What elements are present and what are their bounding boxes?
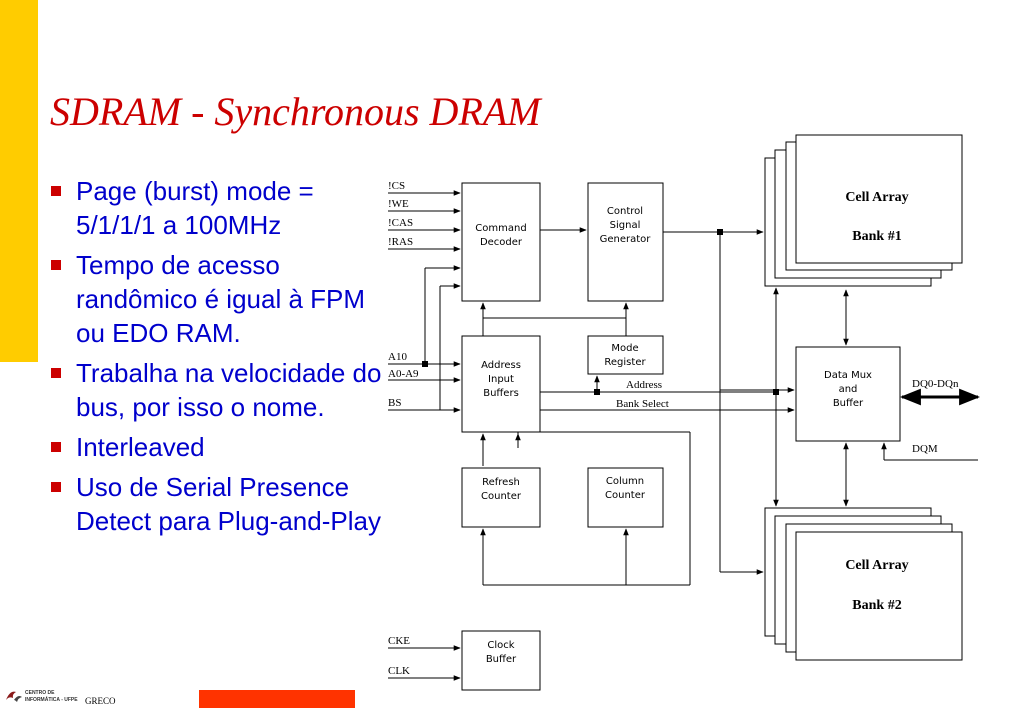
- address-buffers-label-3: Buffers: [483, 388, 519, 399]
- column-counter-label-1: Column: [606, 476, 644, 487]
- data-mux-box: [795, 346, 901, 442]
- cin-ufpe-logo-icon: [6, 691, 22, 702]
- mode-register-label-2: Register: [604, 357, 646, 368]
- control-signal-generator-box: [587, 182, 664, 302]
- input-label-clk: CLK: [388, 665, 410, 677]
- dqm-signal-label: DQM: [912, 443, 938, 455]
- address-signal-label: Address: [626, 379, 662, 391]
- bullet-item: Interleaved: [48, 430, 398, 464]
- bullet-text: Interleaved: [76, 432, 205, 462]
- control-signal-label-3: Generator: [600, 234, 652, 245]
- bank-select-signal-label: Bank Select: [616, 398, 669, 410]
- bullet-text: Page (burst) mode = 5/1/1/1 a 100MHz: [76, 176, 314, 240]
- control-signal-label-2: Signal: [610, 220, 641, 231]
- bullet-square-icon: [51, 186, 61, 196]
- address-buffers-label-1: Address: [481, 360, 521, 371]
- mode-register-box: [587, 335, 664, 375]
- data-mux-label-1: Data Mux: [824, 370, 872, 381]
- input-label-cke: CKE: [388, 635, 410, 647]
- refresh-counter-label-2: Counter: [481, 491, 522, 502]
- refresh-counter-box: [461, 467, 541, 528]
- bullet-square-icon: [51, 482, 61, 492]
- input-label-bs: BS: [388, 397, 401, 409]
- bullet-square-icon: [51, 368, 61, 378]
- bank2-label-1: Cell Array: [845, 558, 908, 573]
- address-buffers-label-2: Input: [488, 374, 514, 385]
- bullet-item: Tempo de acesso randômico é igual à FPM …: [48, 248, 398, 350]
- bullet-text: Trabalha na velocidade do bus, por isso …: [76, 358, 382, 422]
- bullet-item: Uso de Serial Presence Detect para Plug-…: [48, 470, 398, 538]
- input-label-ras: !RAS: [388, 236, 413, 248]
- command-decoder-label-2: Decoder: [480, 237, 523, 248]
- footer-accent-bar: [199, 690, 355, 708]
- dq-signal-label: DQ0-DQn: [912, 378, 959, 390]
- column-counter-label-2: Counter: [605, 490, 646, 501]
- control-signal-label-1: Control: [607, 206, 643, 217]
- address-input-buffers-box: [461, 335, 541, 433]
- bullet-text: Uso de Serial Presence Detect para Plug-…: [76, 472, 381, 536]
- input-label-we: !WE: [388, 198, 409, 210]
- mode-register-label-1: Mode: [611, 343, 638, 354]
- clock-buffer-label-2: Buffer: [486, 654, 517, 665]
- data-mux-label-2: and: [839, 384, 858, 395]
- footer-group-label: GRECO: [85, 696, 116, 706]
- clock-buffer-label-1: Clock: [487, 640, 514, 651]
- refresh-counter-label-1: Refresh: [482, 477, 520, 488]
- command-decoder-box: [461, 182, 541, 302]
- data-mux-label-3: Buffer: [833, 398, 864, 409]
- command-decoder-label-1: Command: [475, 223, 526, 234]
- slide-title: SDRAM - Synchronous DRAM: [50, 89, 541, 134]
- input-label-a10: A10: [388, 351, 407, 363]
- bank1-label-2: Bank #1: [852, 229, 901, 244]
- bank2-box: [795, 531, 963, 661]
- bullet-item: Trabalha na velocidade do bus, por isso …: [48, 356, 398, 424]
- bullet-square-icon: [51, 442, 61, 452]
- input-label-cas: !CAS: [388, 217, 413, 229]
- bank2-label-2: Bank #2: [852, 598, 901, 613]
- bank1-label-1: Cell Array: [845, 190, 908, 205]
- bullet-text: Tempo de acesso randômico é igual à FPM …: [76, 250, 366, 348]
- footer-org-line2: INFORMÁTICA - UFPE: [25, 697, 78, 703]
- bullet-list: Page (burst) mode = 5/1/1/1 a 100MHz Tem…: [48, 174, 398, 544]
- side-accent-bar: [0, 0, 38, 362]
- bank1-box: [795, 134, 963, 264]
- column-counter-box: [587, 467, 664, 528]
- bullet-item: Page (burst) mode = 5/1/1/1 a 100MHz: [48, 174, 398, 242]
- footer-org-line1: CENTRO DE: [25, 690, 55, 696]
- input-label-cs: !CS: [388, 180, 405, 192]
- bullet-square-icon: [51, 260, 61, 270]
- input-label-a0a9: A0-A9: [388, 368, 419, 380]
- clock-buffer-box: [461, 630, 541, 691]
